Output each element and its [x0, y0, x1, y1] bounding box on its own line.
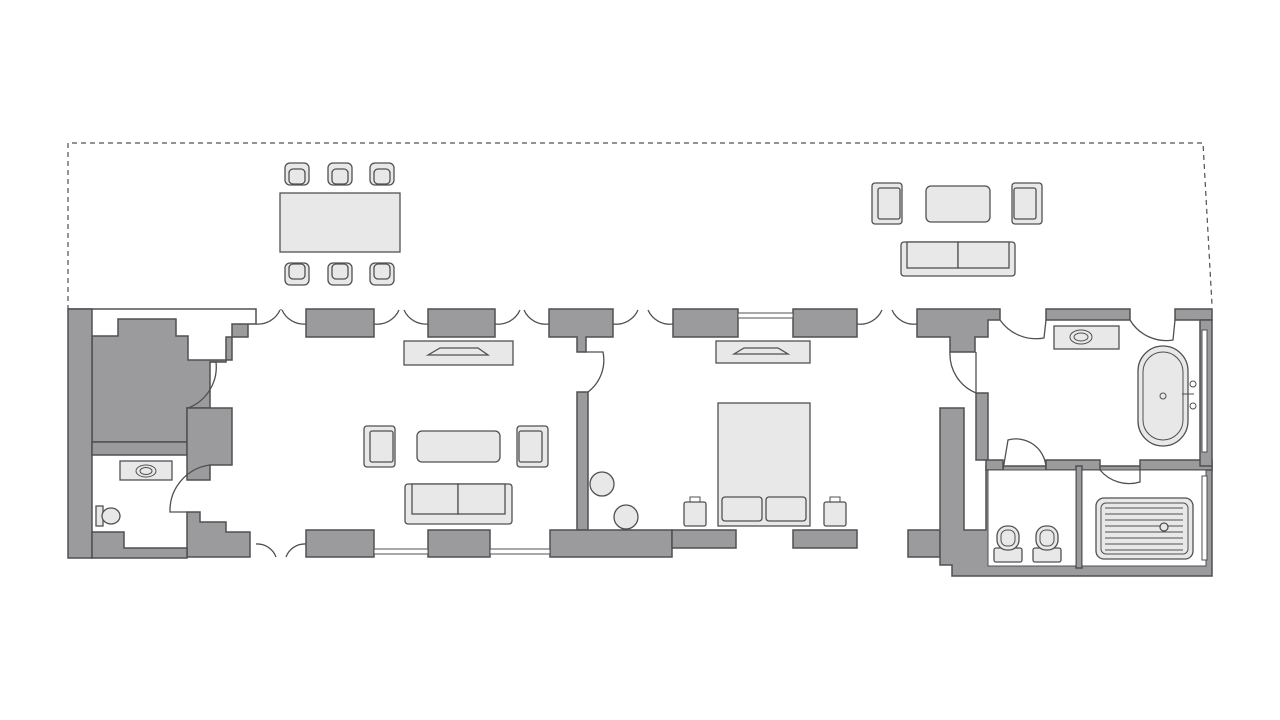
terrace-outline	[67, 142, 1213, 310]
sofa-icon	[404, 483, 513, 525]
dining-chairs-top	[284, 162, 395, 186]
door-swing-icon	[255, 309, 307, 325]
dining-table-icon	[279, 192, 401, 253]
door-swing-icon	[612, 309, 674, 325]
bidet-icon	[1032, 525, 1062, 563]
sofa-icon	[900, 241, 1016, 277]
round-table-icon	[613, 504, 639, 530]
door-swing-icon	[1129, 319, 1176, 342]
armchair-icon	[871, 182, 903, 225]
armchair-icon	[1011, 182, 1043, 225]
sink-icon	[1053, 325, 1120, 350]
nightstand-icon	[683, 496, 707, 527]
tv-icon	[715, 340, 811, 364]
door-swing-icon	[586, 351, 605, 393]
door-swing-icon	[999, 319, 1047, 340]
toilet-icon	[993, 525, 1023, 563]
doors	[169, 309, 1176, 558]
door-swing-icon	[1002, 438, 1047, 471]
coffee-table-icon	[416, 430, 501, 463]
round-table-icon	[589, 471, 615, 497]
chair-icon	[327, 262, 353, 286]
chair-icon	[369, 162, 395, 186]
living-room	[363, 340, 549, 525]
nightstand-icon	[823, 496, 847, 527]
door-swing-icon	[494, 309, 550, 325]
bathroom	[993, 325, 1197, 563]
door-swing-icon	[1099, 469, 1141, 485]
chair-icon	[327, 162, 353, 186]
chair-icon	[369, 262, 395, 286]
bathtub-icon	[1137, 345, 1197, 447]
door-swing-icon	[255, 543, 307, 558]
shower-tray-icon	[1095, 497, 1194, 560]
door-swing-icon	[949, 351, 977, 394]
door-swing-icon	[187, 361, 217, 409]
bed-icon	[717, 402, 811, 527]
tv-icon	[403, 340, 514, 366]
chair-icon	[284, 162, 310, 186]
terrace-lounge-set	[871, 182, 1043, 277]
windows	[373, 312, 1208, 561]
door-swing-icon	[373, 309, 429, 325]
door-swing-icon	[856, 309, 918, 325]
terrace-dining-set	[279, 162, 401, 286]
dining-chairs-bottom	[284, 262, 395, 286]
armchair-icon	[363, 425, 396, 468]
sink-icon	[119, 460, 173, 481]
door-swing-icon	[169, 464, 211, 513]
powder-room	[95, 460, 173, 527]
toilet-icon	[95, 505, 121, 527]
bedroom	[589, 340, 847, 530]
armchair-icon	[516, 425, 549, 468]
chair-icon	[284, 262, 310, 286]
coffee-table-icon	[925, 185, 991, 223]
